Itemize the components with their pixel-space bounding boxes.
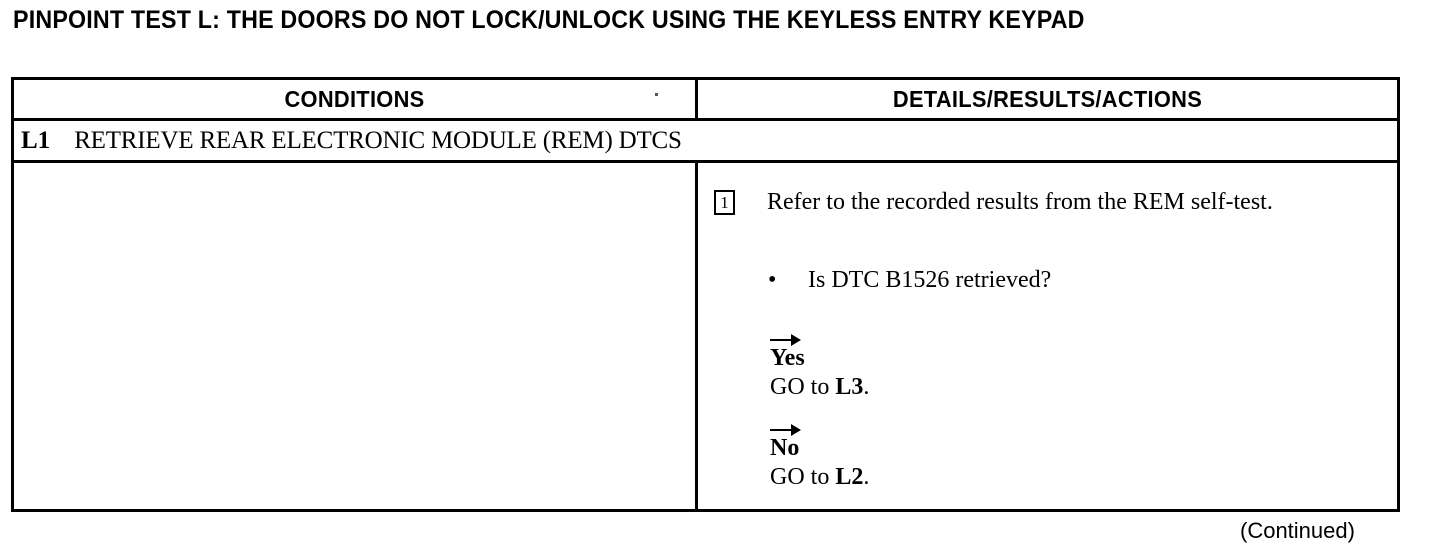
column-header-details: DETAILS/RESULTS/ACTIONS [892,85,1203,112]
page-title: PINPOINT TEST L: THE DOORS DO NOT LOCK/U… [13,6,1085,34]
instruction-text: Refer to the recorded results from the R… [767,189,1273,215]
branch-no-action-suffix: . [863,464,870,490]
branch-yes-label: Yes [770,345,805,371]
body-column-divider [695,163,698,509]
step-id: L1 [21,127,51,154]
branch-yes-action-suffix: . [863,374,870,400]
question-text: Is DTC B1526 retrieved? [808,267,1052,293]
step-heading-row: L1 RETRIEVE REAR ELECTRONIC MODULE (REM)… [14,121,1397,163]
branch-no-label: No [770,435,800,461]
scan-artifact-speck [655,93,658,96]
instruction-number-box: 1 [714,190,735,215]
branch-yes-action-prefix: GO to [770,374,836,400]
branch-yes-action: GO to L3. [770,373,869,402]
branch-yes: Yes GO to L3. [770,326,869,402]
table-header-row: CONDITIONS DETAILS/RESULTS/ACTIONS [14,80,1397,121]
branch-yes-body: Yes GO to L3. [770,344,869,402]
column-header-conditions: CONDITIONS [284,85,425,112]
arrow-right-icon [770,420,802,440]
step-title: RETRIEVE REAR ELECTRONIC MODULE (REM) DT… [74,127,682,154]
question-block: • Is DTC B1526 retrieved? [768,266,1051,294]
instruction-block: 1 Refer to the recorded results from the… [714,187,1387,218]
continued-note: (Continued) [1240,518,1355,543]
branch-no-action-prefix: GO to [770,464,836,490]
table-body-row: 1 Refer to the recorded results from the… [14,163,1397,509]
branch-yes-action-target: L3 [835,374,864,400]
arrow-right-icon [770,330,802,350]
header-column-divider [695,80,698,121]
bullet-icon: • [768,267,777,293]
conditions-cell [14,163,695,509]
branch-no-action: GO to L2. [770,463,869,492]
branch-no: No GO to L2. [770,416,869,492]
branch-no-body: No GO to L2. [770,434,869,492]
details-cell: 1 Refer to the recorded results from the… [698,163,1397,509]
branch-no-action-target: L2 [835,464,864,490]
pinpoint-test-table: CONDITIONS DETAILS/RESULTS/ACTIONS L1 RE… [11,77,1400,512]
